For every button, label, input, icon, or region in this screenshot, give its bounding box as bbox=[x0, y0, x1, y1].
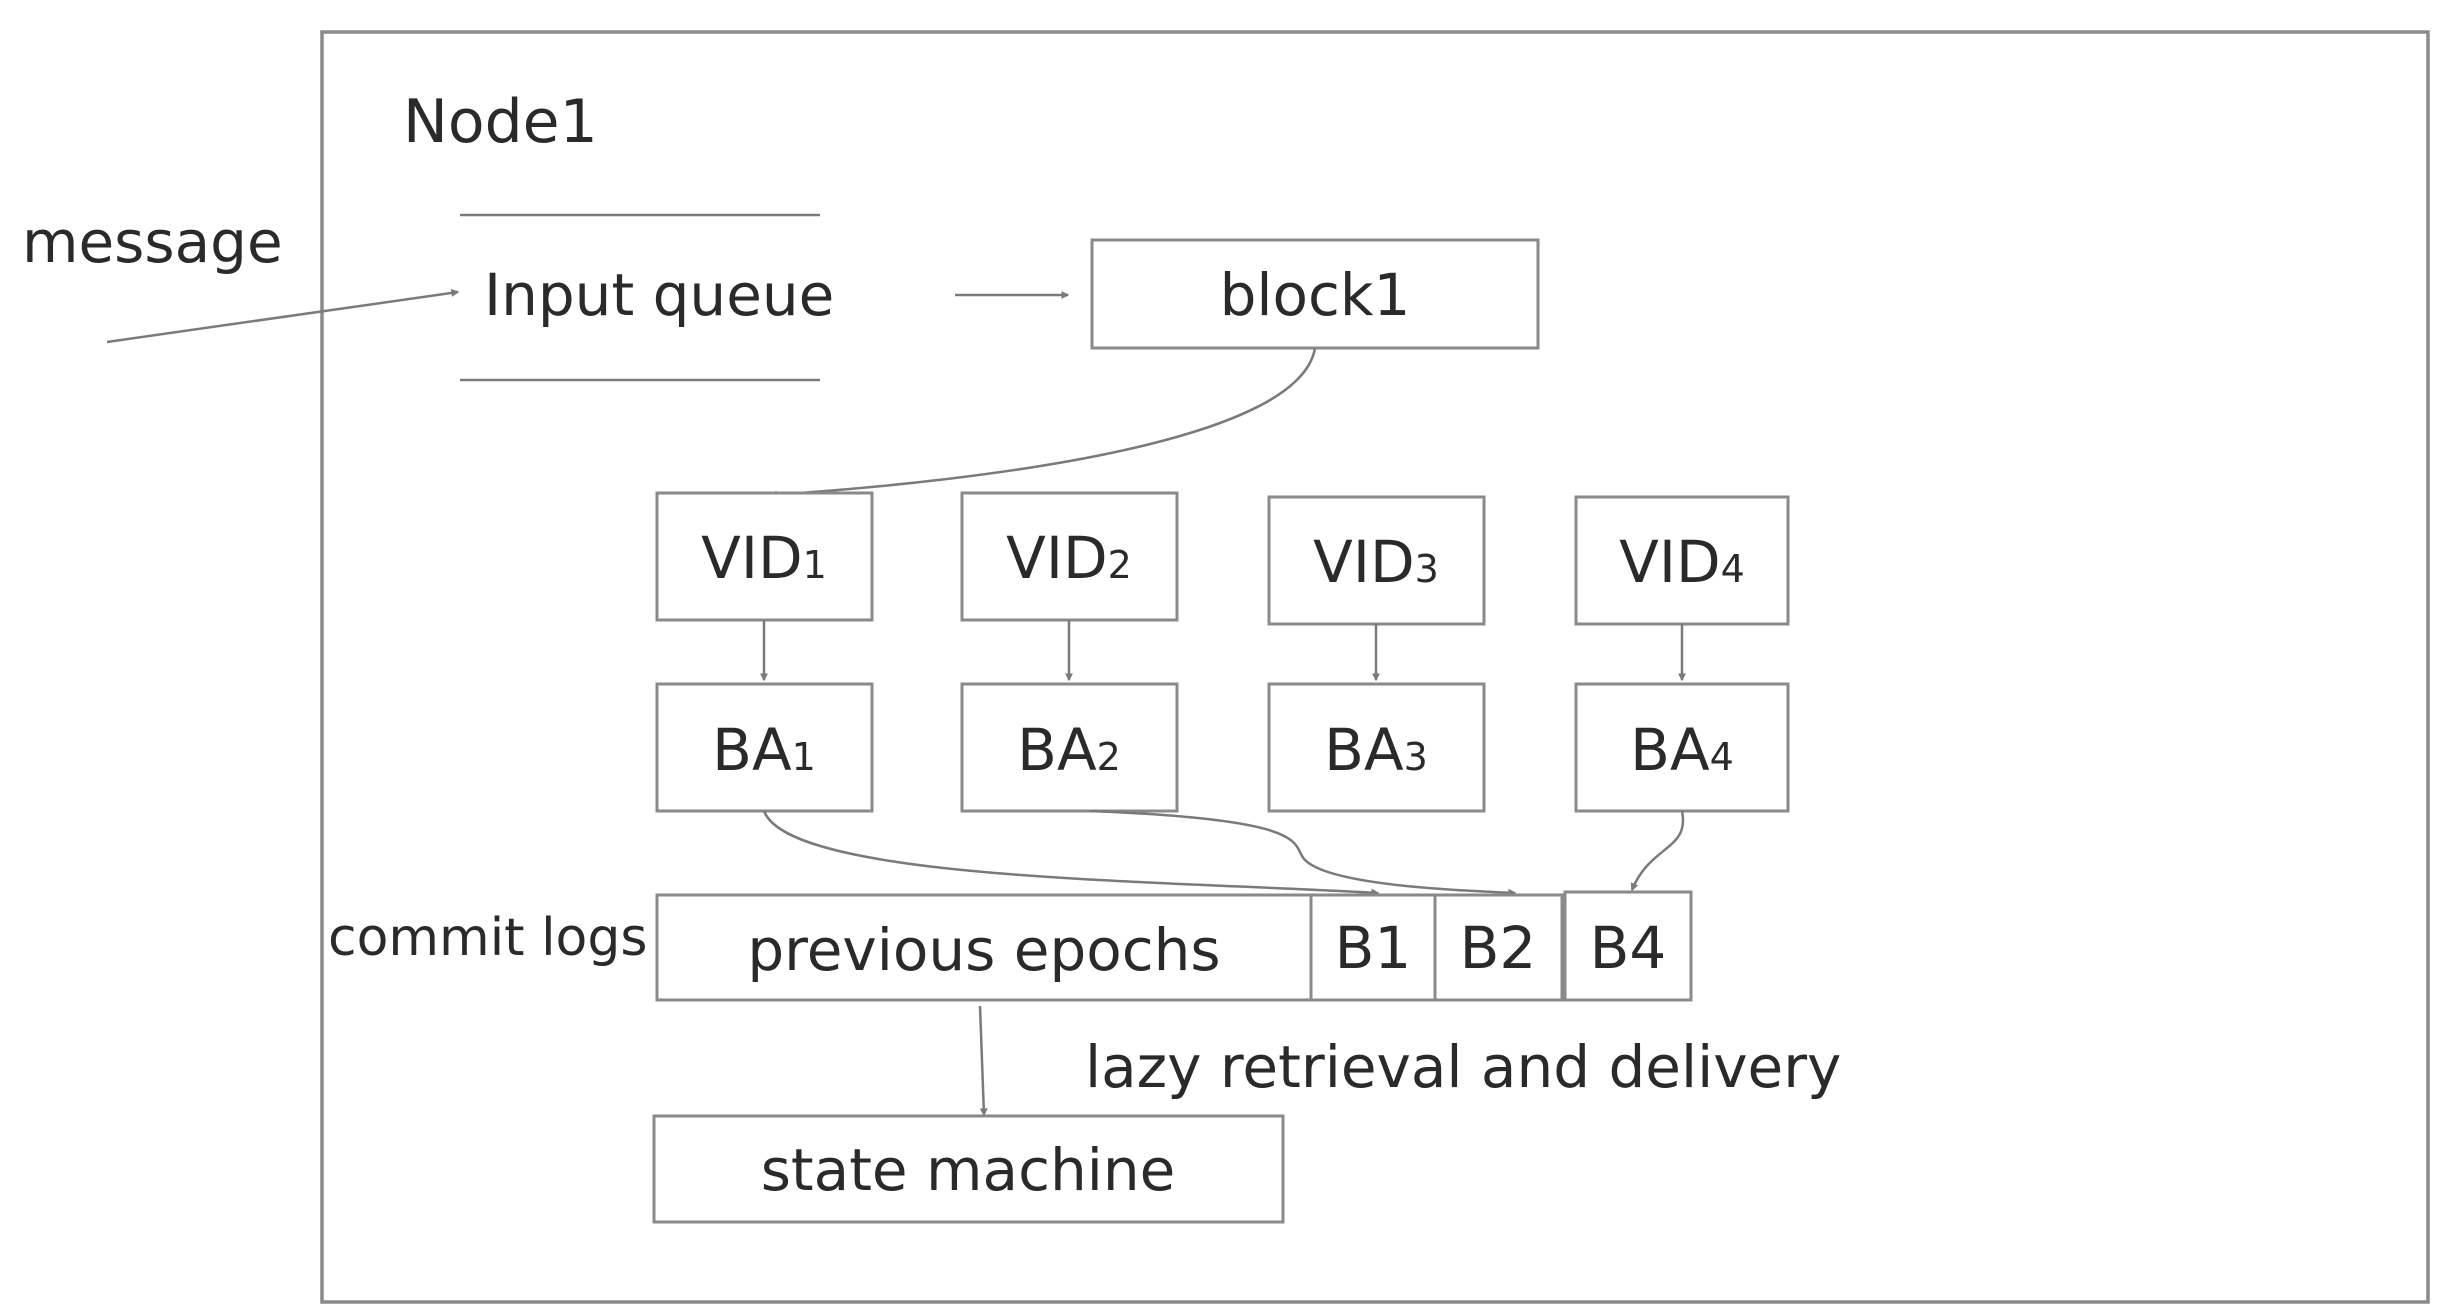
input-queue: Input queue bbox=[460, 213, 834, 382]
ba-3: BA3 bbox=[1267, 682, 1486, 813]
ba-4-box bbox=[1574, 682, 1790, 813]
previous-epochs-box bbox=[655, 893, 1313, 1002]
vid-3: VID3 bbox=[1267, 495, 1486, 626]
ba-4: BA4 bbox=[1574, 682, 1790, 813]
block1-label: block1 bbox=[1220, 261, 1411, 329]
ba-3-label: BA3 bbox=[1324, 716, 1428, 784]
ba-1-box bbox=[655, 682, 874, 813]
vid-4-label: VID4 bbox=[1619, 528, 1745, 596]
ba-2-label: BA2 bbox=[1017, 716, 1121, 784]
slot-b2-label: B2 bbox=[1460, 914, 1537, 982]
block1-box bbox=[1090, 238, 1540, 350]
vid-4: VID4 bbox=[1574, 495, 1790, 626]
block-to-vid1-arrow bbox=[768, 347, 1317, 499]
input-queue-label: Input queue bbox=[484, 261, 834, 329]
slot-b4-box bbox=[1563, 890, 1693, 1002]
ba-1-label: BA1 bbox=[712, 716, 816, 784]
log-to-state-machine-arrow bbox=[978, 1005, 988, 1117]
vid-1: VID1 bbox=[655, 491, 874, 622]
vid-1-label: VID1 bbox=[701, 524, 827, 592]
message-label: message bbox=[22, 208, 283, 276]
vid-1-box bbox=[655, 491, 874, 622]
node-frame bbox=[320, 30, 2430, 1304]
ba-1: BA1 bbox=[655, 682, 874, 813]
state-machine-box bbox=[652, 1114, 1285, 1224]
vid-3-label: VID3 bbox=[1313, 528, 1439, 596]
slot-b2-box bbox=[1433, 893, 1564, 1002]
slot-b4-label: B4 bbox=[1590, 914, 1667, 982]
node-title: Node1 bbox=[403, 87, 598, 157]
commit-log-bar: previous epochs B1 B2 B4 bbox=[655, 890, 1693, 1002]
vid-2-box bbox=[960, 491, 1179, 622]
ba-3-box bbox=[1267, 682, 1486, 813]
ba-2: BA2 bbox=[960, 682, 1179, 813]
ba-4-label: BA4 bbox=[1630, 716, 1734, 784]
commit-logs-label: commit logs bbox=[328, 908, 647, 968]
vid-2: VID2 bbox=[960, 491, 1179, 622]
vid-2-label: VID2 bbox=[1006, 524, 1132, 592]
previous-epochs-label: previous epochs bbox=[747, 916, 1220, 984]
slot-b1-label: B1 bbox=[1335, 914, 1412, 982]
ba1-to-b1-arrow bbox=[762, 810, 1380, 897]
message-arrow bbox=[106, 288, 460, 344]
ba2-to-b2-arrow bbox=[1089, 809, 1517, 897]
lazy-retrieval-label: lazy retrieval and delivery bbox=[1085, 1033, 1841, 1101]
state-machine-label: state machine bbox=[761, 1136, 1176, 1204]
vid-4-box bbox=[1574, 495, 1790, 626]
ba4-to-b4-arrow bbox=[1630, 810, 1685, 892]
ba-2-box bbox=[960, 682, 1179, 813]
